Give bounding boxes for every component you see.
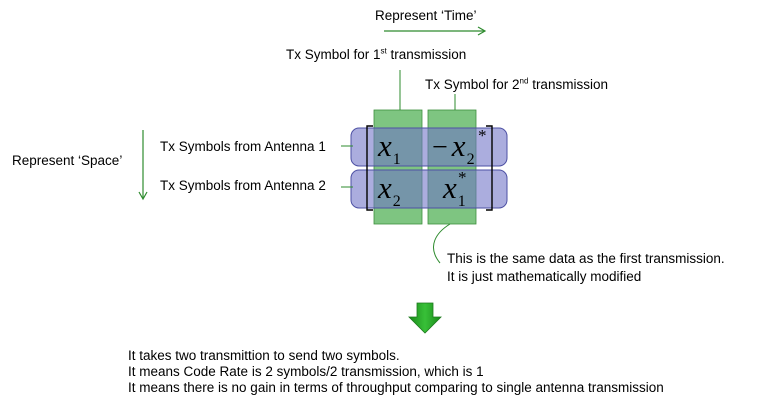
matrix-entry-r2c1: x2 (378, 170, 401, 210)
antenna2-label: Tx Symbols from Antenna 2 (160, 178, 326, 193)
time-arrow (384, 26, 487, 36)
matrix-entry-r1c2: −x2* (432, 126, 487, 168)
tx-symbol-second-label: Tx Symbol for 2nd transmission (425, 76, 608, 92)
space-arrow (138, 130, 148, 201)
matrix-entry-r2c2: x1* (443, 168, 467, 210)
conclusion-line-2: It means Code Rate is 2 symbols/2 transm… (128, 364, 484, 379)
space-label: Represent ‘Space’ (12, 153, 123, 168)
conclusion-notes: It takes two transmittion to send two sy… (128, 348, 664, 396)
conclusion-line-1: It takes two transmittion to send two sy… (128, 348, 400, 363)
antenna1-label: Tx Symbols from Antenna 1 (160, 139, 326, 154)
conclusion-line-3: It means there is no gain in terms of th… (128, 380, 664, 395)
antenna-2-row (350, 169, 508, 209)
note-line-1: This is the same data as the first trans… (447, 251, 725, 266)
down-arrow-icon (408, 302, 442, 334)
tx-symbol-first-label: Tx Symbol for 1st transmission (286, 46, 467, 62)
matrix-entry-r1c1: x1 (378, 128, 401, 168)
time-label: Represent ‘Time’ (375, 8, 477, 23)
matrix-bracket-left (366, 125, 373, 211)
note-line-2: It is just mathematically modified (447, 269, 642, 284)
matrix-bracket-right (486, 125, 493, 211)
antenna-1-row (350, 127, 508, 167)
leader-curve-note (433, 223, 451, 264)
